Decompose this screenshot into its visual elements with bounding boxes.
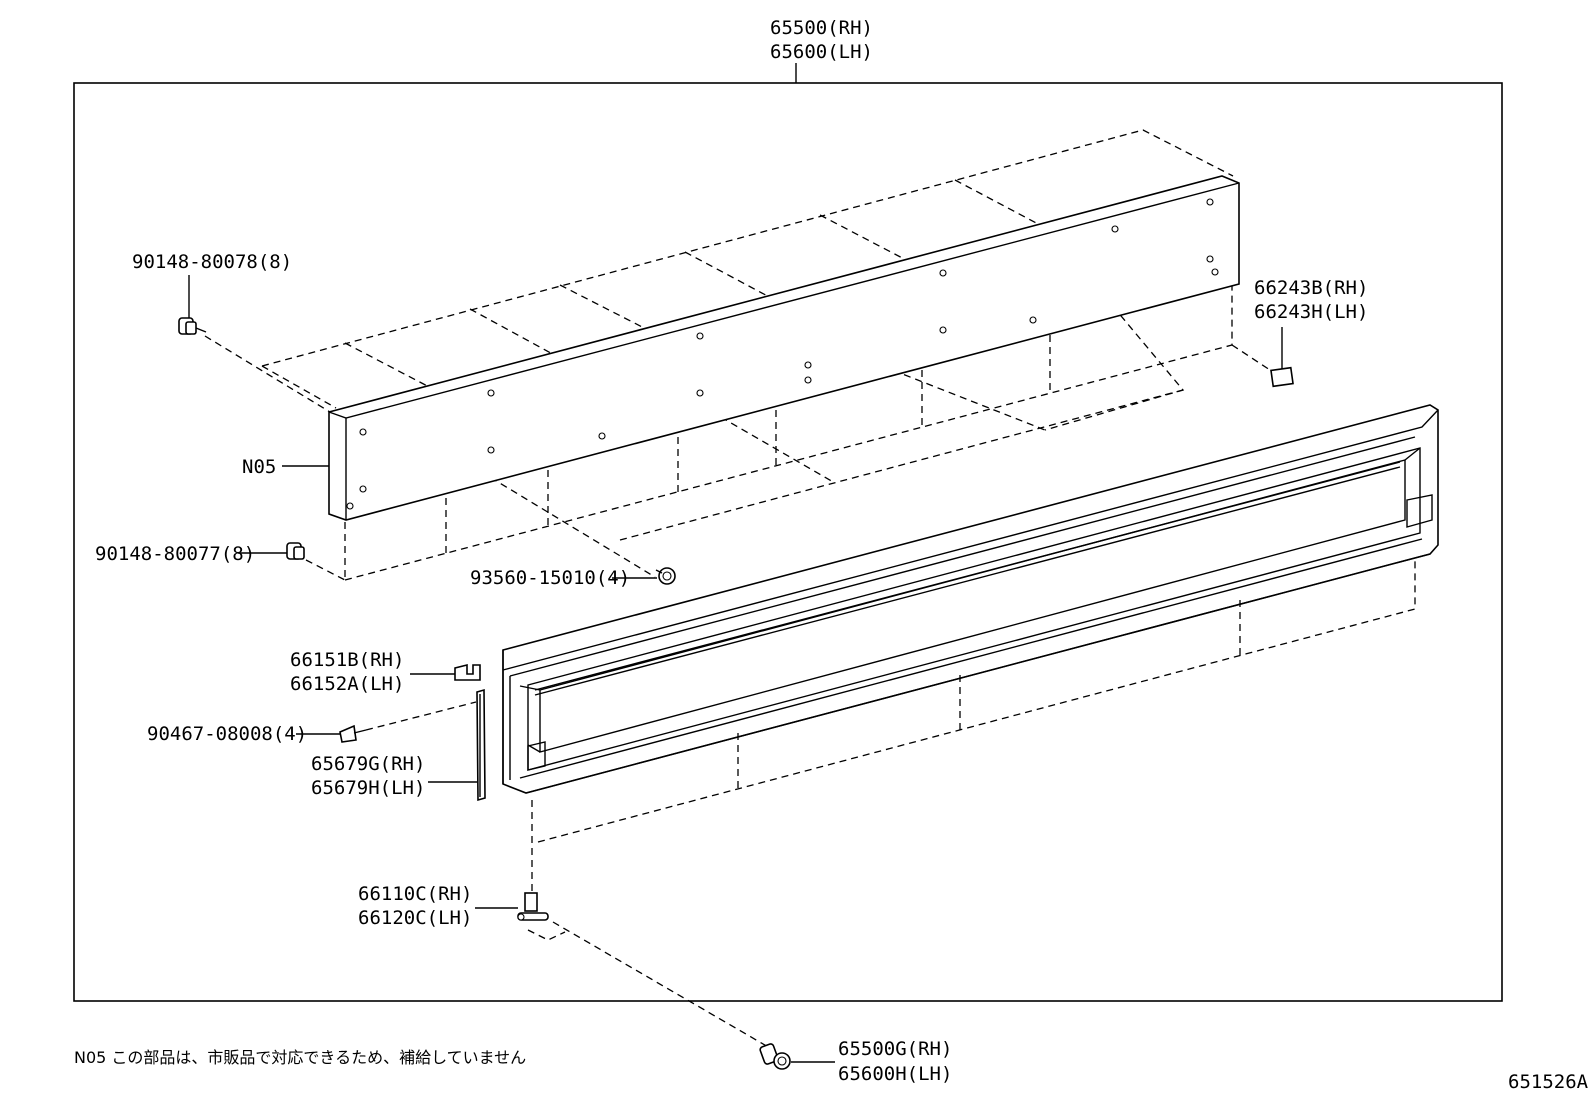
deck-side-panel <box>502 404 1439 794</box>
plate-icon <box>1270 366 1294 388</box>
label-seal-rh: 65679G(RH) <box>311 753 425 775</box>
bolt-upper-icon <box>178 317 207 335</box>
footnote: N05 この部品は、市販品で対応できるため、補給していません <box>74 1048 526 1067</box>
seal-strip-icon <box>476 688 486 802</box>
panel-phantom-outline <box>531 560 1416 895</box>
label-bracket-lh: 66152A(LH) <box>290 673 404 695</box>
wood-board <box>328 175 1240 521</box>
label-bolt-center: 93560-15010(4) <box>470 567 630 589</box>
diagram-frame <box>73 82 1503 1002</box>
label-hinge-rh: 66110C(RH) <box>358 883 472 905</box>
label-hinge-bolt-lh: 65600H(LH) <box>838 1063 952 1085</box>
bracket-icon <box>454 663 481 681</box>
bolt-center-icon <box>655 567 676 585</box>
hinge-bolt-icon <box>759 1043 791 1070</box>
label-hinge-bolt-rh: 65500G(RH) <box>838 1038 952 1060</box>
label-bolt-upper: 90148-80078(8) <box>132 251 292 273</box>
label-plate-lh: 66243H(LH) <box>1254 301 1368 323</box>
bolt-lower-icon <box>286 542 305 560</box>
clip-icon <box>339 724 367 743</box>
top-callout-rh: 65500(RH) <box>770 17 873 39</box>
label-bolt-lower: 90148-80077(8) <box>95 543 255 565</box>
label-board: N05 <box>242 456 276 478</box>
label-hinge-lh: 66120C(LH) <box>358 907 472 929</box>
hinge-icon <box>517 892 549 921</box>
label-clip: 90467-08008(4) <box>147 723 307 745</box>
label-plate-rh: 66243B(RH) <box>1254 277 1368 299</box>
label-bracket-rh: 66151B(RH) <box>290 649 404 671</box>
figure-id: 651526A <box>1508 1071 1589 1093</box>
top-callout-lh: 65600(LH) <box>770 41 873 63</box>
label-seal-lh: 65679H(LH) <box>311 777 425 799</box>
